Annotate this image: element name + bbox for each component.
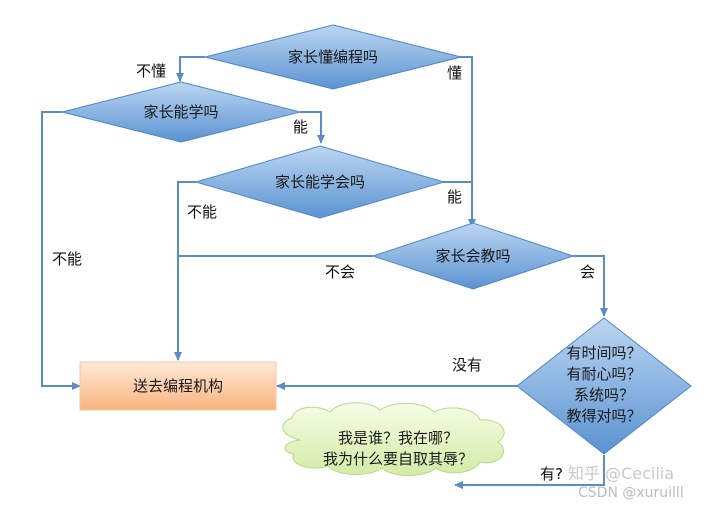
edge-can-learn (300, 111, 325, 144)
edge-label-understand: 懂 (447, 64, 462, 82)
diamond-learn-good-label: 家长能学会吗 (275, 173, 365, 191)
edge-label-can: 能 (293, 118, 308, 136)
edge-label-no-have: 没有 (452, 356, 482, 374)
diamond-time-line4: 教得对吗？ (566, 407, 641, 425)
diamond-time-line2: 有耐心吗？ (566, 365, 641, 383)
diamond-time-line1: 有时间吗？ (566, 344, 641, 362)
diamond-can-learn: 家长能学吗 (61, 81, 301, 143)
diamond-time: 有时间吗？ 有耐心吗？ 系统吗？ 教得对吗？ (516, 317, 692, 455)
result-box-label: 送去编程机构 (133, 377, 223, 395)
diamond-understand-label: 家长懂编程吗 (288, 48, 378, 66)
diamond-teach-label: 家长会教吗 (435, 247, 510, 265)
watermark-csdn: CSDN @xuruilll (578, 485, 684, 501)
diamond-teach: 家长会教吗 (371, 222, 575, 290)
edge-label-cannot-learn-good: 不能 (187, 203, 217, 221)
edge-not-understand (176, 56, 205, 82)
result-box: 送去编程机构 (79, 361, 277, 411)
edge-label-no-teach: 不会 (325, 263, 355, 281)
edge-label-teach: 会 (580, 263, 595, 281)
watermark-zhihu: 知乎 @Cecilia (568, 464, 674, 483)
cloud-line2: 我为什么要自取其辱？ (323, 450, 473, 468)
edge-label-cannot-learn: 不能 (52, 250, 82, 268)
cloud-line1: 我是谁？我在哪？ (338, 429, 458, 447)
connectors (41, 56, 608, 489)
edge-label-have: 有? (540, 465, 563, 483)
thought-cloud: 我是谁？我在哪？ 我为什么要自取其辱？ (282, 402, 505, 476)
edge-understand (460, 56, 476, 228)
diamond-understand: 家长懂编程吗 (204, 24, 462, 90)
diamond-learn-good: 家长能学会吗 (194, 145, 446, 219)
edge-label-can-learn-good: 能 (447, 188, 462, 206)
diamond-time-line3: 系统吗？ (574, 386, 634, 404)
edge-teach (573, 255, 608, 317)
edge-have (454, 455, 605, 489)
edge-cannot-learn (41, 111, 81, 390)
diamond-can-learn-label: 家长能学吗 (143, 103, 218, 121)
edge-label-not-understand: 不懂 (136, 62, 166, 80)
edge-learn-fail (174, 181, 196, 361)
